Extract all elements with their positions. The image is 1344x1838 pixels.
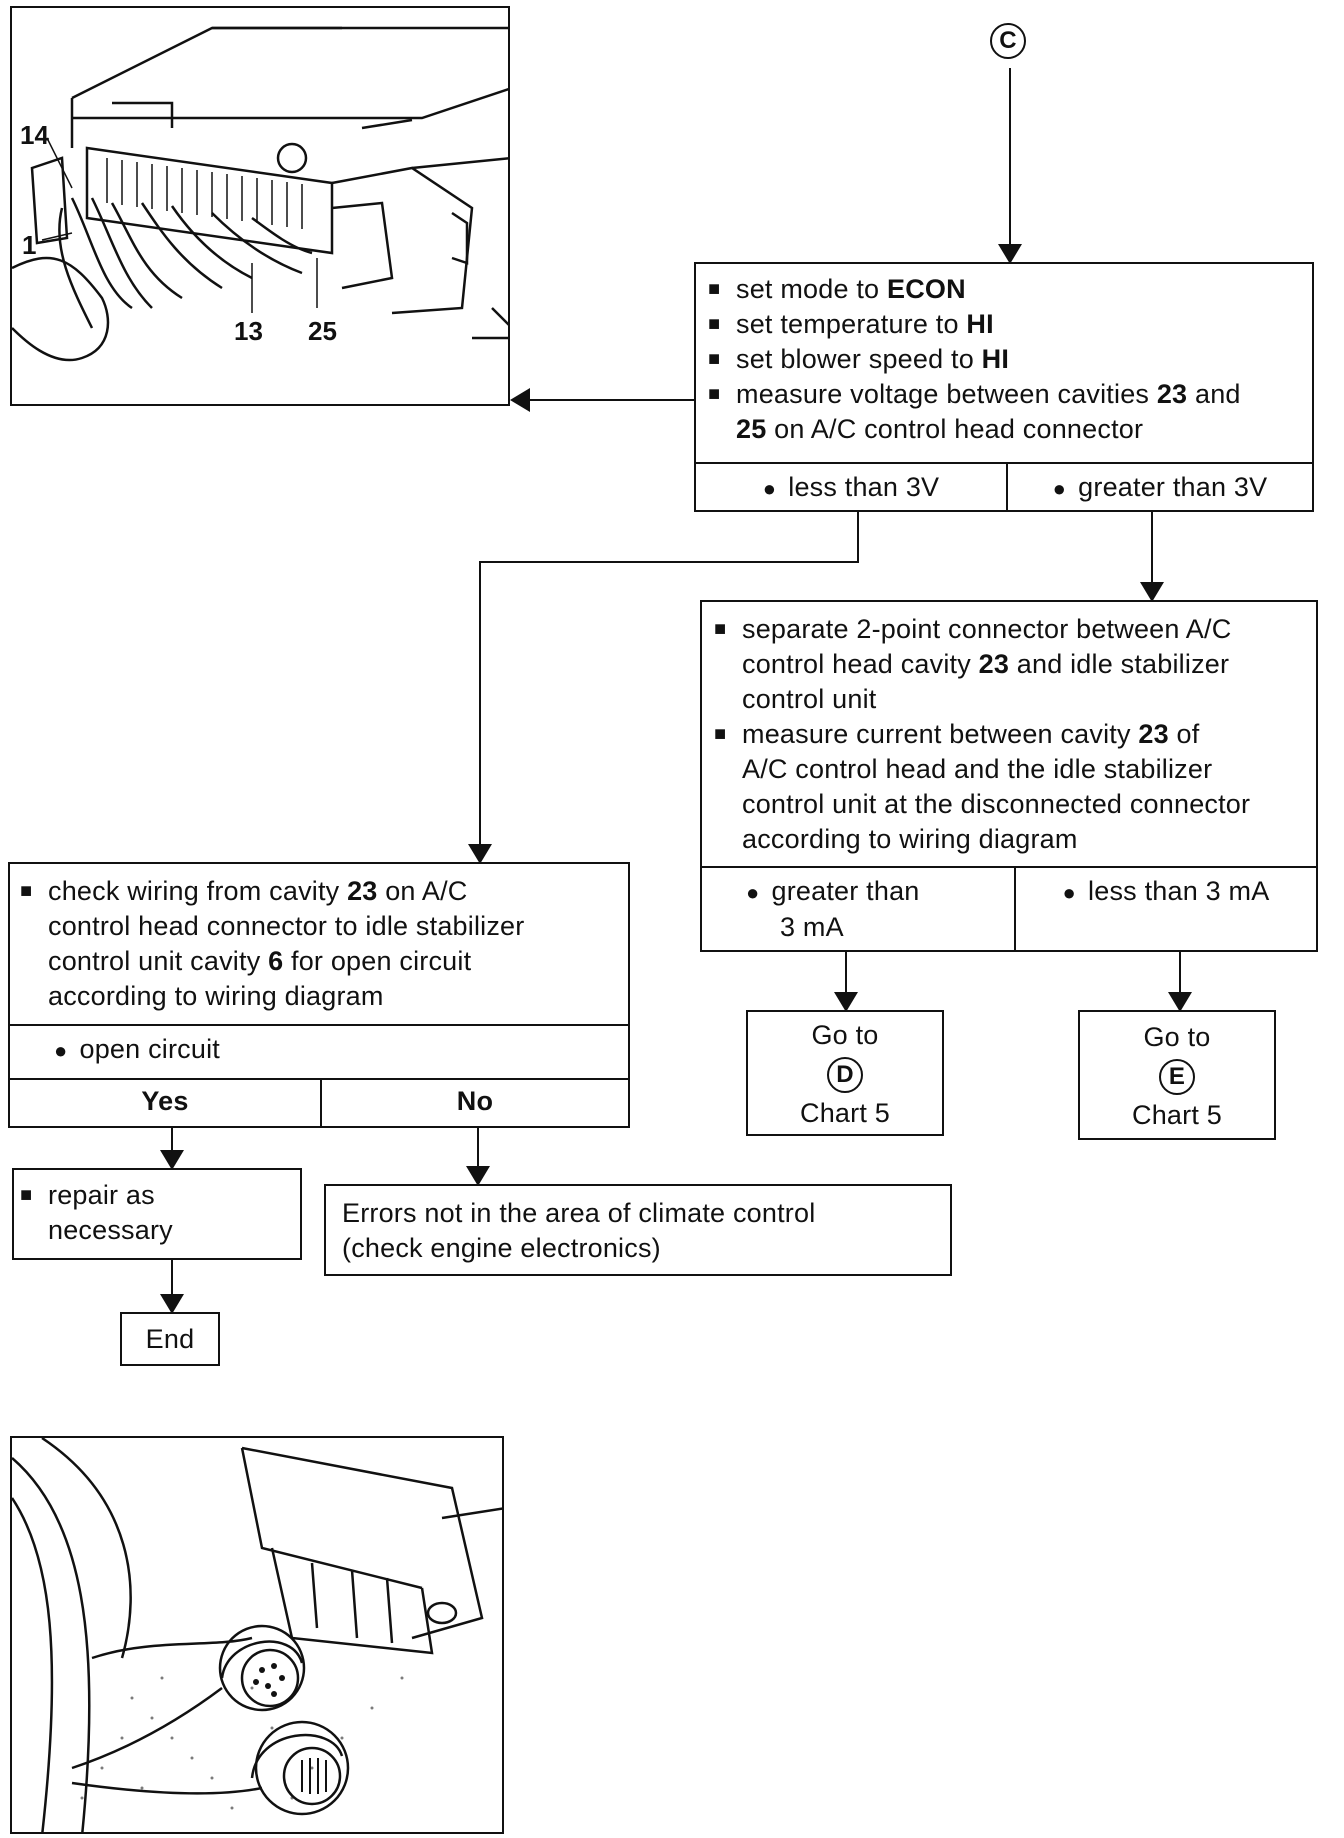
wiring-check-box: check wiring from cavity 23 on A/C contr… <box>8 862 630 1128</box>
marker-c: C <box>990 23 1026 59</box>
callout-pin-1: 1 <box>22 230 37 260</box>
two-point-connector-icon <box>12 1438 502 1832</box>
goto-e-top: Go to <box>1143 1022 1211 1052</box>
marker-d: D <box>827 1057 863 1093</box>
callout-pin-13: 13 <box>234 316 263 346</box>
control-head-connector-icon <box>12 26 508 362</box>
step-separate-connector: separate 2-point connector between A/C <box>714 612 1312 647</box>
goto-d-top: Go to <box>811 1020 879 1050</box>
end-label: End <box>145 1324 195 1354</box>
result-greater-than-3ma: greater than 3 mA <box>746 874 1006 945</box>
result-less-than-3v: less than 3V <box>696 470 1006 506</box>
result-open-circuit: open circuit <box>54 1032 220 1068</box>
measure-current-box: separate 2-point connector between A/C c… <box>700 600 1318 952</box>
errors-text: Errors not in the area of climate contro… <box>342 1198 816 1263</box>
step-mode: set mode to ECON <box>708 272 1306 307</box>
goto-d-bottom: Chart 5 <box>800 1098 890 1128</box>
callout-pin-25: 25 <box>308 316 337 346</box>
goto-e-box: Go to E Chart 5 <box>1078 1010 1276 1140</box>
goto-e-marker-wrap: E <box>1080 1058 1274 1095</box>
wiring-check-steps: check wiring from cavity 23 on A/C contr… <box>18 874 624 1014</box>
callout-pin-14: 14 <box>20 120 49 150</box>
measure-current-steps: separate 2-point connector between A/C c… <box>712 612 1312 857</box>
goto-d-box: Go to D Chart 5 <box>746 1010 944 1136</box>
measure-current-divider <box>702 866 1316 868</box>
step-measure-voltage-cont: 25 on A/C control head connector <box>736 414 1144 444</box>
result-greater-than-3v: greater than 3V <box>1006 470 1314 506</box>
errors-box: Errors not in the area of climate contro… <box>324 1184 952 1276</box>
wiring-divider-1 <box>10 1024 628 1026</box>
wiring-split <box>320 1078 322 1126</box>
measure-voltage-split <box>1006 462 1008 510</box>
step-measure-voltage: measure voltage between cavities 23 and <box>708 377 1306 412</box>
measure-voltage-steps: set mode to ECON set temperature to HI s… <box>706 272 1306 447</box>
goto-d-marker-wrap: D <box>748 1056 942 1093</box>
wiring-divider-2 <box>10 1078 628 1080</box>
answer-yes: Yes <box>141 1086 189 1116</box>
repair-box: repair as necessary <box>12 1168 302 1260</box>
connector-illustration-bottom <box>10 1436 504 1834</box>
step-measure-current: measure current between cavity 23 of <box>714 717 1312 752</box>
measure-current-split <box>1014 866 1016 950</box>
step-temperature: set temperature to HI <box>708 307 1306 342</box>
marker-e: E <box>1159 1059 1195 1095</box>
step-blower: set blower speed to HI <box>708 342 1306 377</box>
answer-no: No <box>456 1086 494 1116</box>
step-check-wiring: check wiring from cavity 23 on A/C <box>20 874 624 909</box>
measure-voltage-box: set mode to ECON set temperature to HI s… <box>694 262 1314 512</box>
end-box: End <box>120 1312 220 1366</box>
result-less-than-3ma: less than 3 mA <box>1014 874 1318 910</box>
measure-voltage-divider <box>696 462 1312 464</box>
start-marker: C <box>990 22 1026 59</box>
connector-illustration-top: 14 1 13 25 <box>10 6 510 406</box>
goto-e-bottom: Chart 5 <box>1132 1100 1222 1130</box>
repair-text: repair as necessary <box>18 1178 173 1248</box>
